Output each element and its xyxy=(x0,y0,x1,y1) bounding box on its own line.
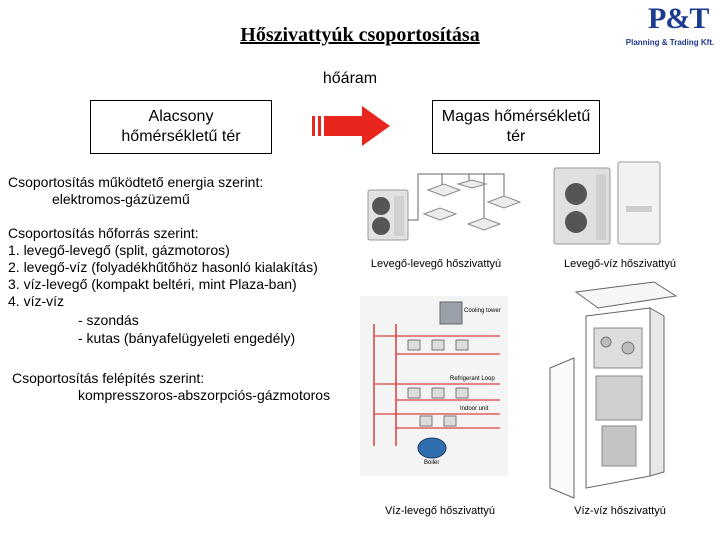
source-subitem-2: - kutas (bányafelügyeleti engedély) xyxy=(78,330,296,346)
air-air-heat-pump-image xyxy=(367,173,522,241)
heat-flow-label: hőáram xyxy=(322,70,378,87)
source-item-1: 1. levegő-levegő (split, gázmotoros) xyxy=(8,242,230,258)
page-title: Hőszivattyúk csoportosítása xyxy=(240,24,480,46)
high-box-line-2: tér xyxy=(506,128,526,145)
high-box-line-1: Magas hőmérsékletű xyxy=(441,108,591,125)
company-logo: P&T Planning & Trading Kft. xyxy=(622,2,718,50)
label-cooling-tower: Cooling tower xyxy=(464,308,501,314)
low-box-line-2: hőmérsékletű tér xyxy=(121,128,241,145)
low-box-line-1: Alacsony xyxy=(148,108,214,125)
heat-flow-arrow xyxy=(312,106,390,146)
logo-mark: P&T xyxy=(648,2,709,35)
source-item-2: 2. levegő-víz (folyadékhűtőhöz hasonló k… xyxy=(8,259,318,275)
logo-text: Planning & Trading Kft. xyxy=(625,38,715,47)
caption-water-air: Víz-levegő hőszivattyú xyxy=(384,505,496,517)
structure-value: kompresszoros-abszorpciós-gázmotoros xyxy=(78,387,331,403)
caption-air-air: Levegő-levegő hőszivattyú xyxy=(370,258,502,270)
energy-heading: Csoportosítás működtető energia szerint: xyxy=(8,174,264,190)
low-temperature-box: Alacsony hőmérsékletű tér xyxy=(90,100,272,154)
source-item-4: 4. víz-víz xyxy=(8,293,65,309)
label-indoor-unit: Indoor unit xyxy=(460,406,489,412)
source-heading: Csoportosítás hőforrás szerint: xyxy=(8,225,199,241)
source-item-3: 3. víz-levegő (kompakt beltéri, mint Pla… xyxy=(8,276,297,292)
caption-air-water: Levegő-víz hőszivattyú xyxy=(564,258,676,270)
source-subitem-1: - szondás xyxy=(78,312,139,328)
air-water-heat-pump-image xyxy=(553,161,661,245)
label-boiler: Boiler xyxy=(424,460,440,466)
water-air-system-diagram: Cooling tower Refrigerant Loop Indoor un… xyxy=(360,296,508,476)
caption-water-water: Víz-víz hőszivattyú xyxy=(574,505,666,517)
water-water-heat-pump-image xyxy=(549,281,678,499)
high-temperature-box: Magas hőmérsékletű tér xyxy=(432,100,600,154)
structure-heading: Csoportosítás felépítés szerint: xyxy=(12,370,205,386)
energy-value: elektromos-gázüzemű xyxy=(52,191,190,207)
label-refrigerant-loop: Refrigerant Loop xyxy=(450,376,495,382)
